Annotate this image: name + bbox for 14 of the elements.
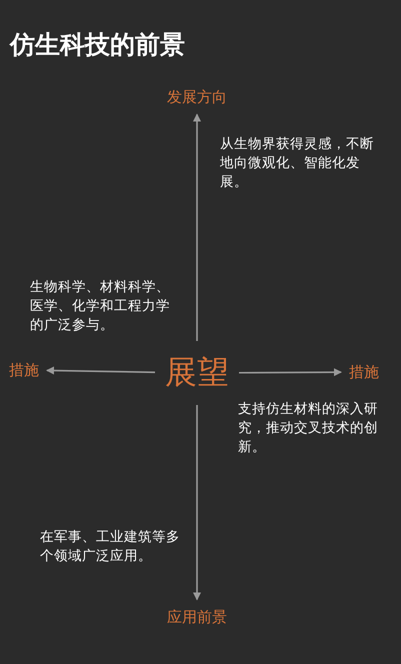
description-text: 从生物界获得灵感，不断地向微观化、智能化发展。 — [220, 135, 375, 192]
node-label: 措施 — [9, 360, 39, 380]
arrow — [193, 114, 201, 341]
arrow — [193, 405, 201, 600]
node-label: 措施 — [349, 362, 379, 382]
description-text: 在军事、工业建筑等多个领域广泛应用。 — [40, 528, 180, 566]
description-text: 支持仿生材料的深入研究，推动交叉技术的创新。 — [238, 400, 379, 457]
node-label: 发展方向 — [167, 88, 227, 106]
node-label: 展望 — [165, 351, 229, 395]
arrow — [239, 368, 342, 376]
arrow — [46, 366, 156, 375]
node-label: 应用前景 — [167, 608, 227, 626]
title: 仿生科技的前景 — [10, 29, 185, 61]
description-text: 生物科学、材料科学、医学、化学和工程力学的广泛参与。 — [30, 278, 170, 335]
